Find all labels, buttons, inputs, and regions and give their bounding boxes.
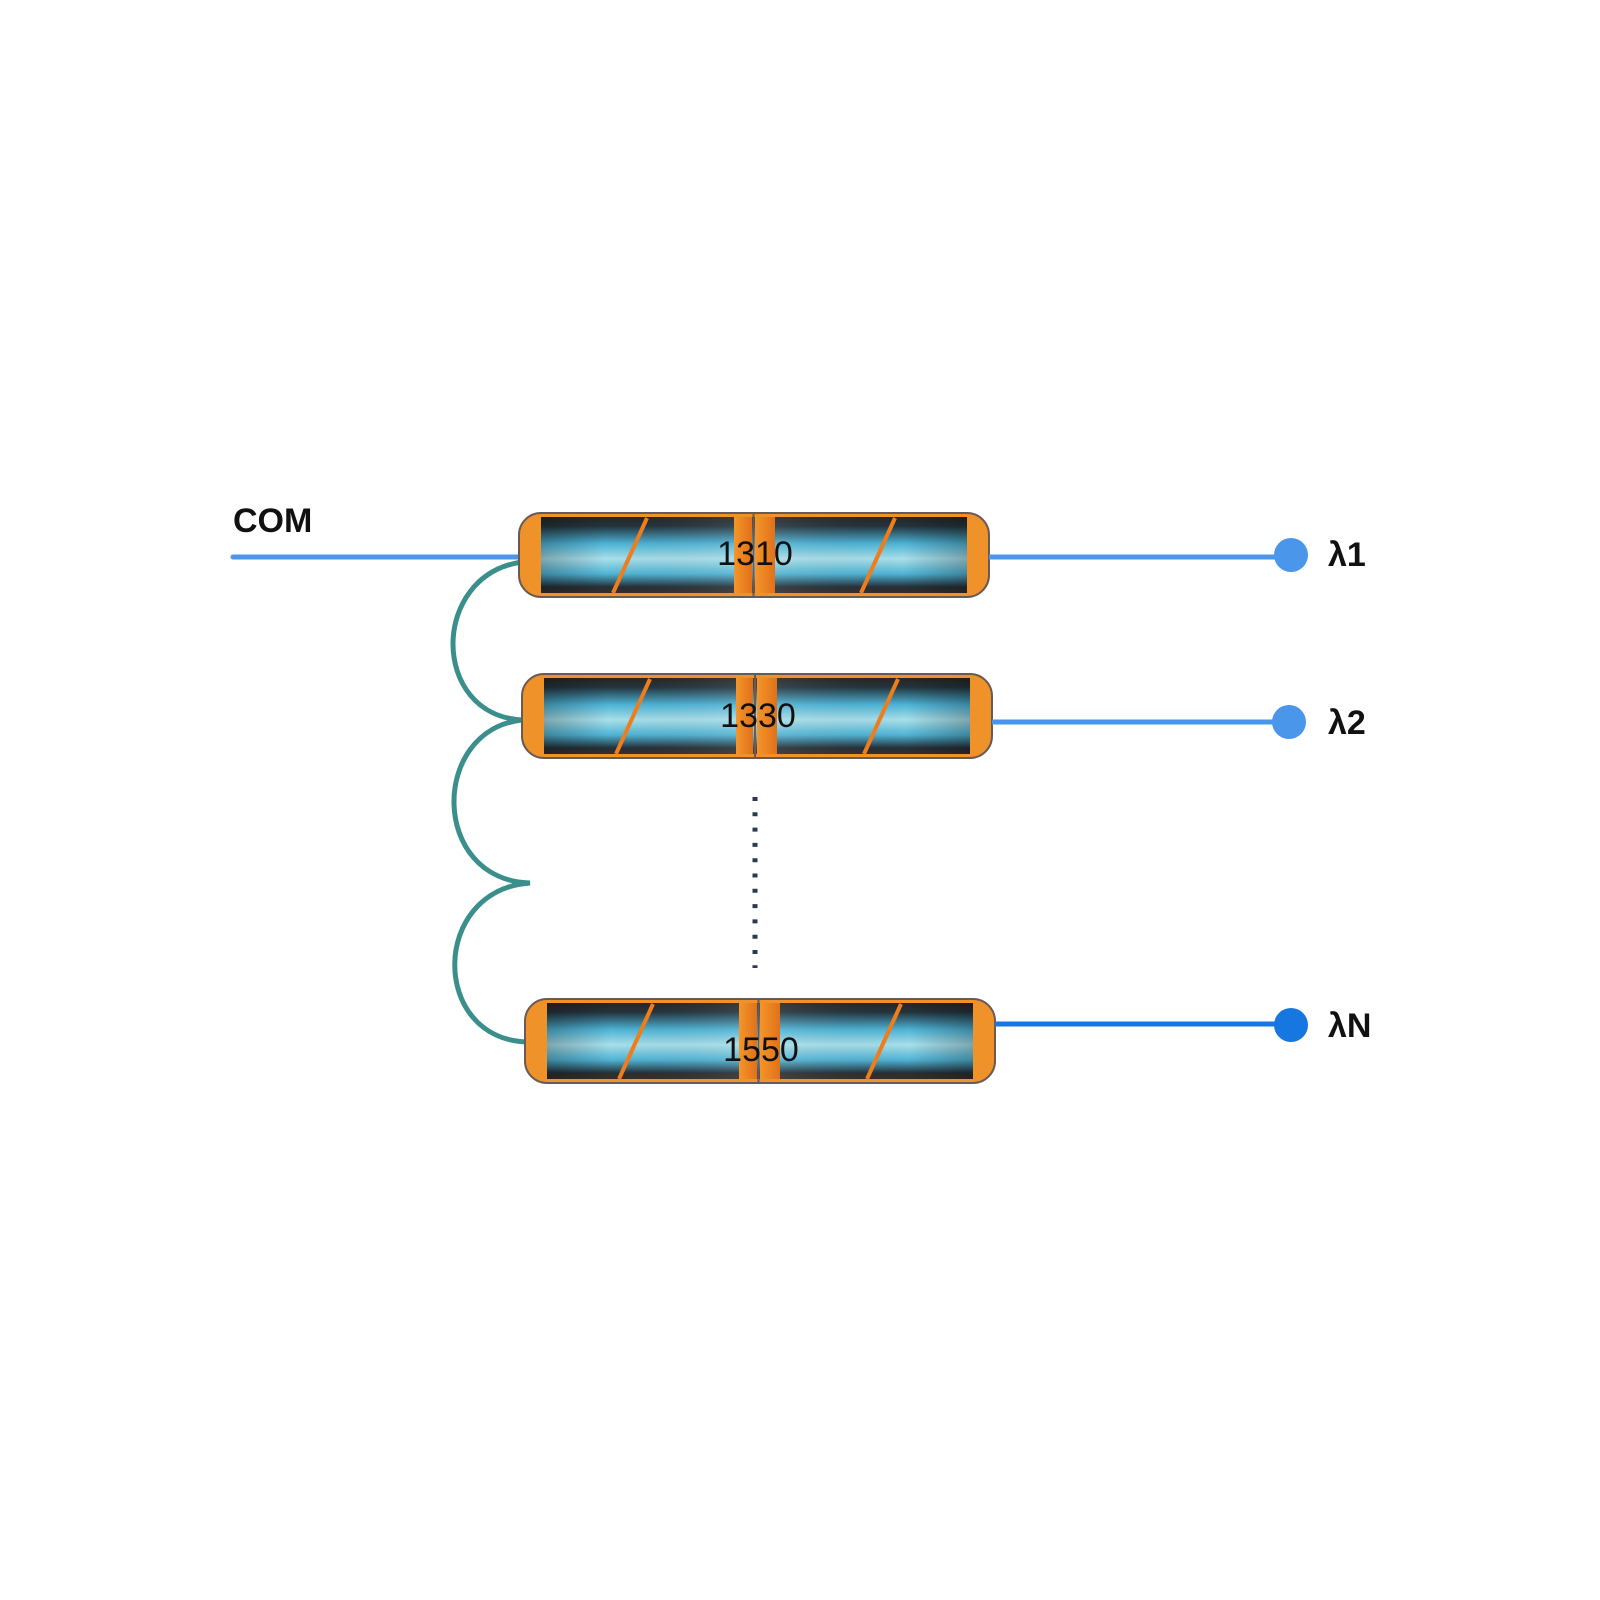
filter-stripe xyxy=(614,678,652,755)
output-port-2-dot[interactable] xyxy=(1272,705,1306,739)
filter-1310[interactable]: 1310 xyxy=(518,512,990,598)
filter-band xyxy=(755,517,775,593)
filter-label: 1310 xyxy=(717,535,793,573)
filter-stripe xyxy=(611,517,649,594)
filter-stripe xyxy=(865,1003,903,1080)
com-label: COM xyxy=(233,502,312,540)
filter-band xyxy=(734,517,752,593)
cascade-fiber[interactable] xyxy=(450,559,531,1045)
filter-band xyxy=(739,1003,757,1079)
filter-stripe xyxy=(617,1003,655,1080)
output-port-n-label: λN xyxy=(1328,1007,1371,1045)
filter-label: 1550 xyxy=(723,1031,799,1069)
filter-band xyxy=(757,678,777,754)
output-port-n-dot[interactable] xyxy=(1274,1008,1308,1042)
output-port-2-label: λ2 xyxy=(1328,704,1366,742)
filter-stripe xyxy=(862,678,900,755)
filter-1550[interactable]: 1550 xyxy=(524,998,996,1084)
output-port-1-dot[interactable] xyxy=(1274,538,1308,572)
output-port-1-label: λ1 xyxy=(1328,536,1366,574)
filter-1330[interactable]: 1330 xyxy=(521,673,993,759)
filter-band xyxy=(736,678,753,754)
filter-stripe xyxy=(859,517,897,594)
filter-label: 1330 xyxy=(720,697,796,735)
filter-band xyxy=(760,1003,780,1079)
